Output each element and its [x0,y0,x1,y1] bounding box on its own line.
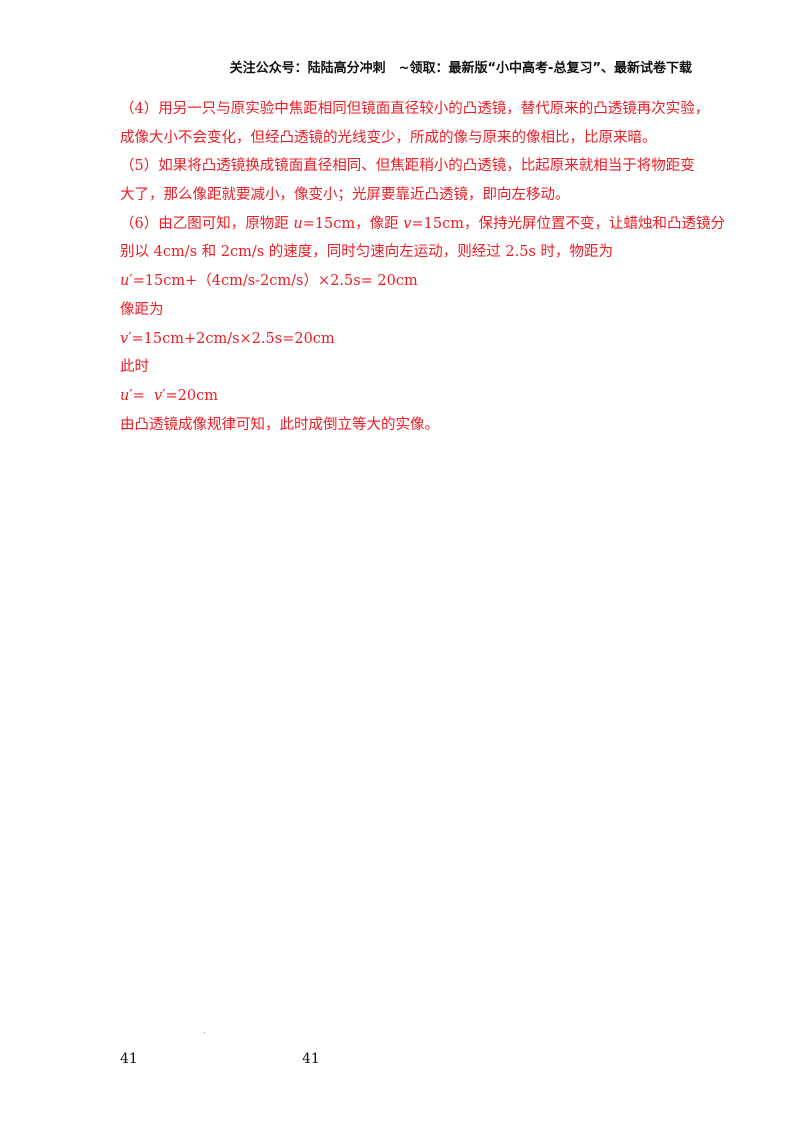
conclusion: 由凸透镜成像规律可知，此时成倒立等大的实像。 [120,416,439,433]
p6-text-b: =15cm，像距 [302,215,404,232]
equation-image-distance: v′=15cm+2cm/s×2.5s=20cm [120,325,692,354]
eq1-var: u [120,273,130,290]
p5-line-2: 大了，那么像距就要减小，像变小；光屏要靠近凸透镜，即向左移动。 [120,187,570,204]
p4-line-1: （4）用另一只与原实验中焦距相同但镜面直径较小的凸透镜，替代原来的凸透镜再次实验… [120,101,710,117]
eq3-rest: ′=20cm [162,387,218,404]
page-header: 关注公众号：陆陆高分冲刺 ~领取：最新版“小中高考-总复习”、最新试卷下载 [229,61,692,76]
p6-line-2: 别以 4cm/s 和 2cm/s 的速度，同时匀速向左运动，则经过 2.5s 时… [120,244,613,261]
p5-line-1: （5）如果将凸透镜换成镜面直径相同、但焦距稍小的凸透镜，比起原来就相当于将物距变 [120,158,695,175]
eq3-var-u: u [120,387,130,404]
p4-line-2: 成像大小不会变化，但经凸透镜的光线变少，所成的像与原来的像相比，比原来暗。 [120,129,657,146]
p6-var-v: v [403,215,412,232]
label-now: 此时 [120,359,149,376]
p6-text-c: =15cm，保持光屏位置不变，让蜡烛和凸透镜分 [411,215,725,232]
eq3-mid: ′= [129,387,155,404]
stray-dot [204,1032,205,1033]
page-number-center: 41 [302,1051,320,1067]
eq2-rest: ′=15cm+2cm/s×2.5s=20cm [128,330,335,347]
p6-line-1: （6）由乙图可知，原物距 u=15cm，像距 v=15cm，保持光屏位置不变，让… [120,210,725,239]
eq2-var: v [120,330,129,347]
equation-equal: u′= v′=20cm [120,382,692,411]
equation-object-distance: u′=15cm+（4cm/s-2cm/s）×2.5s= 20cm [120,267,692,296]
eq1-rest: ′=15cm+（4cm/s-2cm/s）×2.5s= 20cm [129,273,418,290]
answer-content: （4）用另一只与原实验中焦距相同但镜面直径较小的凸透镜，替代原来的凸透镜再次实验… [120,95,725,439]
page-number-left: 41 [120,1051,138,1067]
label-image-distance: 像距为 [120,301,164,318]
eq3-var-v: v [154,387,163,404]
p6-text-a: （6）由乙图可知，原物距 [120,215,294,232]
p6-var-u: u [293,215,303,232]
